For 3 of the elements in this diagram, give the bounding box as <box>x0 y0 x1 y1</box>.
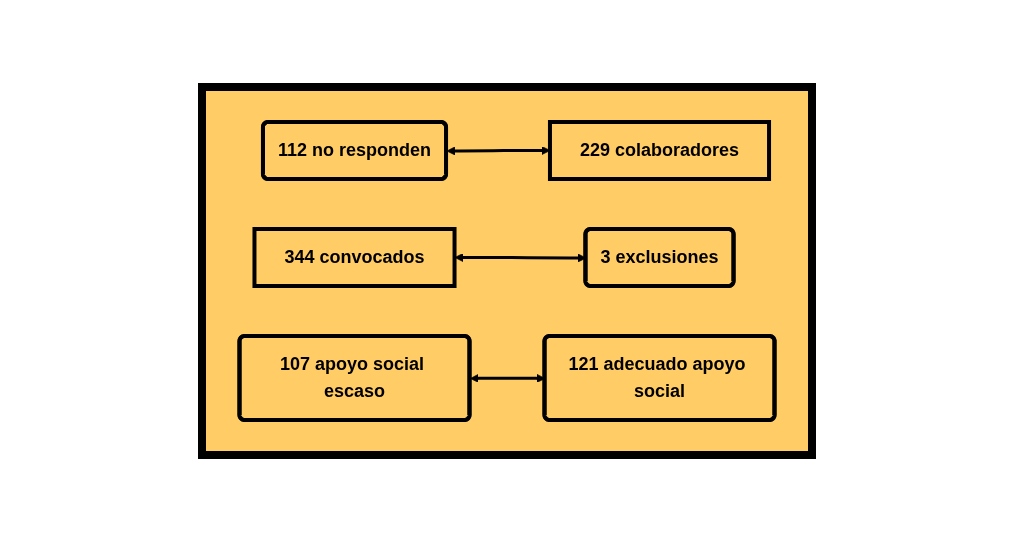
node-box: 344 convocados <box>251 227 457 288</box>
node-box: 229 colaboradores <box>547 120 771 181</box>
cluster <box>197 83 816 459</box>
